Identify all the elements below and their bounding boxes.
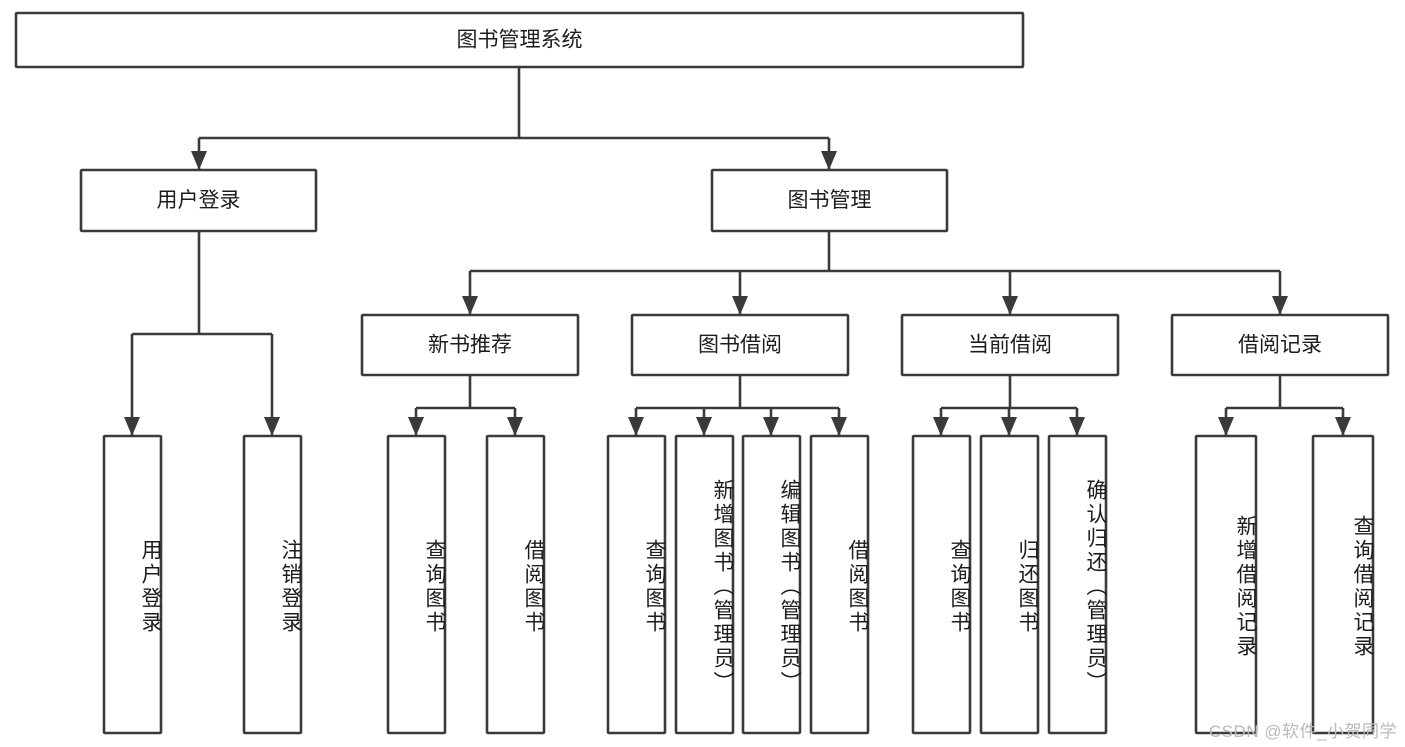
root-to-level2-arrow-icon (191, 151, 207, 170)
borrow-records-to-leaves-arrow-icon (1218, 417, 1234, 436)
node-box-query-book-3[interactable] (911, 434, 972, 735)
new-book-recommend-to-leaves-arrow-icon (408, 417, 424, 436)
csdn-watermark: CSDN @软件_小贺同学 (1208, 722, 1397, 741)
node-box-user-login[interactable] (79, 168, 318, 233)
book-borrow-to-leaves-arrow-icon (763, 417, 779, 436)
node-box-query-book-1[interactable] (386, 434, 447, 735)
node-box-query-book-2[interactable] (606, 434, 667, 735)
node-label-root: 图书管理系统 (457, 29, 583, 52)
root-to-level2-arrow-icon (821, 151, 837, 170)
node-label-current-borrow: 当前借阅 (968, 334, 1052, 357)
node-label-borrow-records: 借阅记录 (1238, 334, 1322, 357)
borrow-records-to-leaves-arrow-icon (1335, 417, 1351, 436)
book-borrow-to-leaves-arrow-icon (831, 417, 847, 436)
node-box-add-book-admin[interactable] (674, 434, 735, 735)
book-management-to-level3-arrow-icon (1002, 296, 1018, 315)
node-box-current-borrow[interactable] (900, 313, 1120, 377)
current-borrow-to-leaves-arrow-icon (1069, 417, 1085, 436)
current-borrow-to-leaves-arrow-icon (933, 417, 949, 436)
book-management-to-level3-arrow-icon (1272, 296, 1288, 315)
node-box-root[interactable] (14, 11, 1025, 69)
node-box-confirm-return-admin[interactable] (1047, 434, 1108, 735)
book-borrow-to-leaves-arrow-icon (628, 417, 644, 436)
node-box-borrow-book-1[interactable] (485, 434, 546, 735)
node-box-add-borrow-record[interactable] (1194, 434, 1258, 735)
node-label-new-book-recommend: 新书推荐 (428, 334, 512, 357)
node-box-borrow-records[interactable] (1170, 313, 1390, 377)
node-box-book-management[interactable] (710, 168, 949, 233)
node-box-query-borrow-record[interactable] (1311, 434, 1375, 735)
new-book-recommend-to-leaves-arrow-icon (507, 417, 523, 436)
edges-layer (124, 67, 1351, 436)
node-label-book-management: 图书管理 (788, 189, 872, 212)
node-box-return-book[interactable] (979, 434, 1040, 735)
node-box-edit-book-admin[interactable] (741, 434, 802, 735)
user-login-to-leaves-arrow-icon (124, 417, 140, 436)
current-borrow-to-leaves-arrow-icon (1001, 417, 1017, 436)
user-login-to-leaves-arrow-icon (264, 417, 280, 436)
node-label-book-borrow: 图书借阅 (698, 334, 782, 357)
node-box-borrow-book-2[interactable] (809, 434, 870, 735)
node-label-user-login: 用户登录 (157, 189, 241, 212)
book-management-to-level3-arrow-icon (462, 296, 478, 315)
node-box-new-book-recommend[interactable] (360, 313, 580, 377)
book-management-to-level3-arrow-icon (732, 296, 748, 315)
node-box-book-borrow[interactable] (630, 313, 850, 377)
node-box-user-logout[interactable] (242, 434, 303, 735)
node-box-user-login-do[interactable] (102, 434, 163, 735)
book-borrow-to-leaves-arrow-icon (696, 417, 712, 436)
